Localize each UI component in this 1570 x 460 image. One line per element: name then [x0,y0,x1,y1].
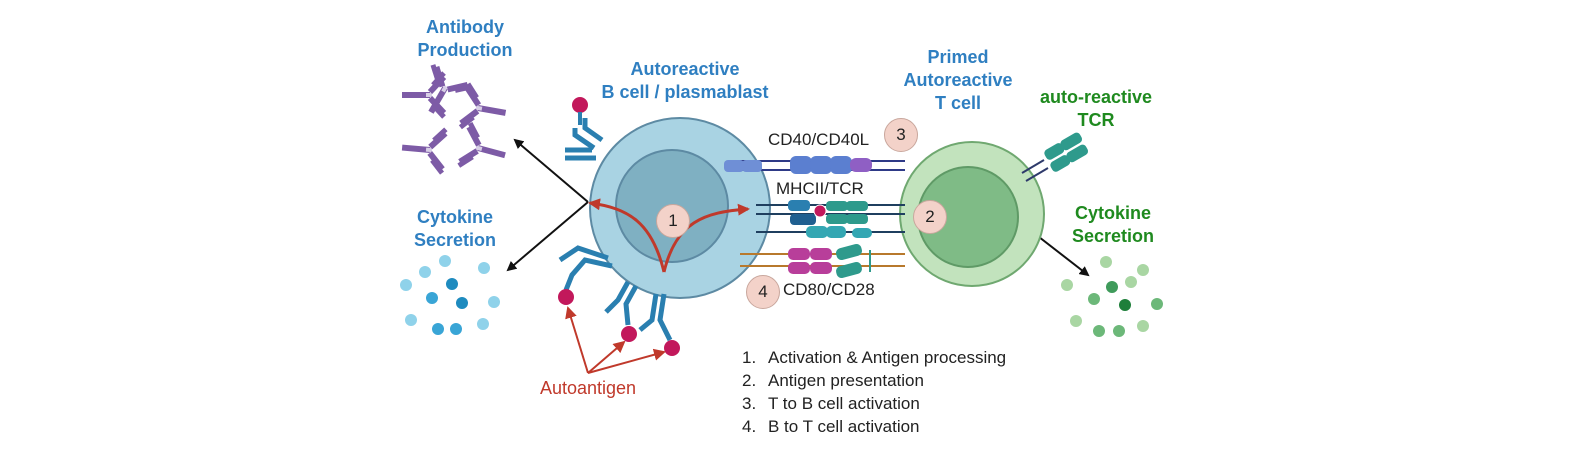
cytokine-dots-green [1061,256,1163,337]
step-badge-4: 4 [746,275,780,309]
t-cell-label: Primed Autoreactive T cell [888,46,1028,115]
cytokine-secretion-b-label: Cytokine Secretion [390,206,520,252]
antibody-production-label: Antibody Production [400,16,530,62]
bcr-bottom [558,245,680,356]
antibody-production-line-2: Production [417,40,513,60]
step-item-1: 1. Activation & Antigen processing [742,346,1006,369]
b-cell-line-2: B cell / plasmablast [601,82,769,102]
tcr-label: auto-reactive TCR [1026,86,1166,132]
cytokine-secretion-t-line-1: Cytokine [1074,203,1152,223]
step-text-1: Activation & Antigen processing [768,348,1007,367]
autoantigen-label: Autoantigen [539,378,637,398]
step-text-3: T to B cell activation [768,394,920,413]
b-cell-line-1: Autoreactive [630,59,740,79]
step-number-1: 1. [742,348,757,367]
step-number-4: 4. [742,417,757,436]
antibody-cluster [400,65,511,177]
step-badge-1: 1 [656,204,690,238]
step-text-4: B to T cell activation [768,417,920,436]
arrow-to-antibody [513,138,589,203]
antibody-production-line-1: Antibody [426,17,504,37]
step-number-2: 2. [742,371,757,390]
cytokine-secretion-t-label: Cytokine Secretion [1048,202,1178,248]
step-text-2: Antigen presentation [768,371,924,390]
step-badge-3: 3 [884,118,918,152]
cd80-cd28-label: CD80/CD28 [783,280,875,299]
cytokine-secretion-t-line-2: Secretion [1071,226,1155,246]
tcr-receptor [1021,132,1089,182]
step-badge-2: 2 [913,200,947,234]
t-cell-line-3: T cell [934,93,982,113]
step-number-3: 3. [742,394,757,413]
t-cell-line-2: Autoreactive [903,70,1013,90]
t-cell-line-1: Primed [927,47,989,67]
cytokine-dots-blue [400,255,500,335]
step-item-4: 4. B to T cell activation [742,415,1006,438]
step-item-2: 2. Antigen presentation [742,369,1006,392]
tcr-line-2: TCR [1077,110,1115,130]
activation-arcs [588,198,750,273]
cd40-label: CD40/CD40L [768,130,870,149]
b-cell-label: Autoreactive B cell / plasmablast [580,58,790,104]
mhc-tcr-label: MHCII/TCR [776,179,864,198]
cytokine-secretion-b-line-1: Cytokine [416,207,494,227]
arrow-to-cytokine-b [506,201,589,272]
mhc-tcr-complex [756,200,905,238]
bcr-top [565,97,604,161]
cd40-complex [724,156,905,174]
tcr-line-1: auto-reactive [1039,87,1153,107]
cd80-cd28-complex [740,243,905,279]
autoantigen-arrows [565,306,666,374]
step-legend: 1. Activation & Antigen processing 2. Anti… [742,346,1006,438]
cytokine-secretion-b-line-2: Secretion [413,230,497,250]
step-item-3: 3. T to B cell activation [742,392,1006,415]
